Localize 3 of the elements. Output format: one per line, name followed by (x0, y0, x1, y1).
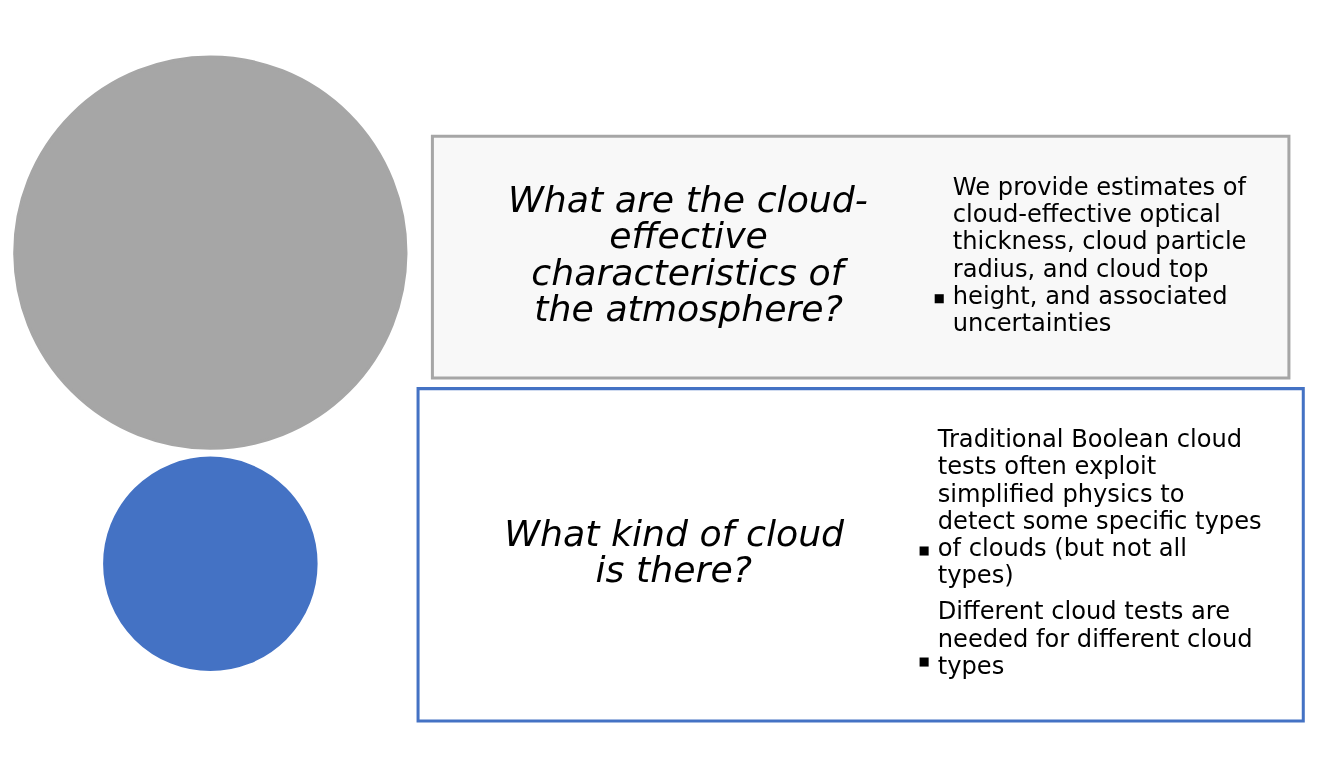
node-box: What kind of cloud is there? Traditional Boolean cloud tests often exploit simplified physics to detect some specific types of clouds (but not all types) Different cloud tests are needed for different cloud types (416, 387, 1305, 723)
node-circle (13, 55, 408, 450)
node-box: What are the cloud-effective characteristics of the atmosphere? We provide estimates of cloud-effective optical thickness, cloud particle radius, and cloud top height, and associated uncertainties (430, 134, 1291, 380)
